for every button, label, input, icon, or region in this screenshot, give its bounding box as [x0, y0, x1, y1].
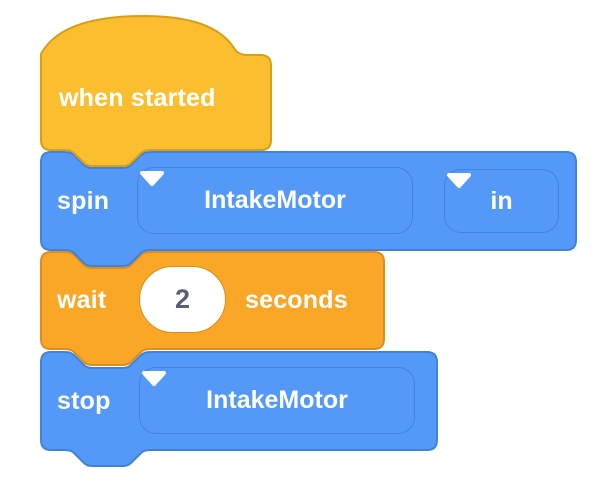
wait-unit-label: seconds [245, 286, 348, 314]
spin-motor-dropdown[interactable]: IntakeMotor [137, 167, 413, 234]
spin-block[interactable]: spin IntakeMotor in [40, 151, 577, 269]
stop-label: stop [57, 386, 111, 415]
hat-block-shape [40, 14, 272, 167]
dropdown-arrow-icon [142, 371, 166, 386]
spin-direction-dropdown[interactable]: in [444, 169, 559, 233]
stop-motor-dropdown-value: IntakeMotor [206, 386, 348, 414]
when-started-label: when started [59, 83, 216, 112]
spin-label: spin [57, 186, 110, 215]
stop-block[interactable]: stop IntakeMotor [40, 351, 439, 469]
spin-block-shape [40, 151, 577, 267]
wait-label: wait [57, 286, 107, 314]
spin-direction-dropdown-value: in [490, 186, 513, 215]
wait-duration-input[interactable]: 2 [139, 266, 226, 333]
dropdown-arrow-icon [447, 173, 471, 188]
dropdown-arrow-icon [140, 171, 164, 186]
stop-motor-dropdown[interactable]: IntakeMotor [139, 367, 415, 434]
spin-motor-dropdown-value: IntakeMotor [204, 186, 346, 214]
wait-duration-value: 2 [174, 284, 191, 314]
when-started-block[interactable]: when started [40, 14, 273, 170]
wait-block[interactable]: wait 2 seconds [40, 251, 386, 368]
